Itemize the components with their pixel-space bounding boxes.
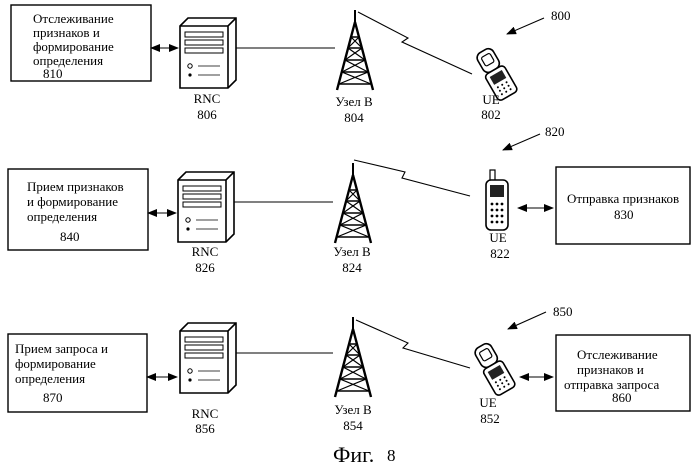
box-810-line3: формирование (33, 39, 114, 54)
radio-link-804-802 (358, 12, 472, 74)
row-2: Прием признаков и формирование определен… (8, 124, 690, 275)
ref-arrow-850 (508, 312, 546, 329)
box-840-number: 840 (60, 229, 80, 244)
server-icon (180, 18, 236, 88)
node-label: Узел В (334, 402, 372, 417)
figure-caption-number: 8 (387, 446, 396, 465)
flip-phone-icon (471, 341, 516, 397)
box-810-number: 810 (43, 66, 63, 81)
box-840-line2: и формирование (27, 194, 118, 209)
box-830-number: 830 (614, 207, 634, 222)
rnc-label: RNC (192, 244, 219, 259)
bar-phone-icon (486, 170, 508, 230)
server-icon (180, 323, 236, 393)
box-870-line3: определения (15, 371, 85, 386)
ue-label: UE (489, 230, 506, 245)
antenna-tower-icon (335, 317, 371, 397)
antenna-tower-icon (337, 10, 373, 90)
ref-number-850: 850 (553, 304, 573, 319)
ref-number-800: 800 (551, 8, 571, 23)
box-860-line2: признаков и (577, 362, 644, 377)
node-number: 804 (344, 110, 364, 125)
box-840-line1: Прием признаков (27, 179, 124, 194)
node-number: 824 (342, 260, 362, 275)
rnc-number: 806 (197, 107, 217, 122)
node-number: 854 (343, 418, 363, 433)
ue-number: 802 (481, 107, 501, 122)
rnc-number: 826 (195, 260, 215, 275)
row-3: Прием запроса и формирование определения… (8, 304, 690, 436)
ue-number: 852 (480, 411, 500, 426)
box-810-line1: Отслеживание (33, 11, 114, 26)
box-860-line1: Отслеживание (577, 347, 658, 362)
figure-caption-prefix: Фиг. (333, 442, 374, 467)
radio-link-854-852 (356, 320, 470, 368)
ref-arrow-820 (503, 134, 540, 150)
rnc-label: RNC (192, 406, 219, 421)
row-1: Отслеживание признаков и формирование оп… (11, 5, 571, 125)
rnc-number: 856 (195, 421, 215, 436)
rnc-label: RNC (194, 91, 221, 106)
box-870-line1: Прием запроса и (15, 341, 108, 356)
radio-link-824-822 (354, 160, 470, 196)
ue-label: UE (482, 92, 499, 107)
ue-label: UE (479, 395, 496, 410)
box-810-line2: признаков и (33, 25, 100, 40)
ref-number-820: 820 (545, 124, 565, 139)
box-860-number: 860 (612, 390, 632, 405)
node-label: Узел В (333, 244, 371, 259)
box-830-line1: Отправка признаков (567, 191, 679, 206)
server-icon (178, 172, 234, 242)
box-870-line2: формирование (15, 356, 96, 371)
box-870-number: 870 (43, 390, 63, 405)
ue-number: 822 (490, 246, 510, 261)
box-840-line3: определения (27, 209, 97, 224)
ref-arrow-800 (507, 18, 544, 34)
antenna-tower-icon (335, 163, 371, 243)
node-label: Узел В (335, 94, 373, 109)
